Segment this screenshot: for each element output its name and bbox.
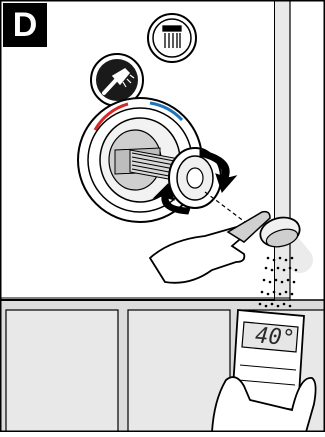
- step-label: D: [3, 3, 47, 47]
- overhead-shower-button[interactable]: [148, 14, 196, 62]
- thermometer-reading: 40°: [243, 320, 307, 355]
